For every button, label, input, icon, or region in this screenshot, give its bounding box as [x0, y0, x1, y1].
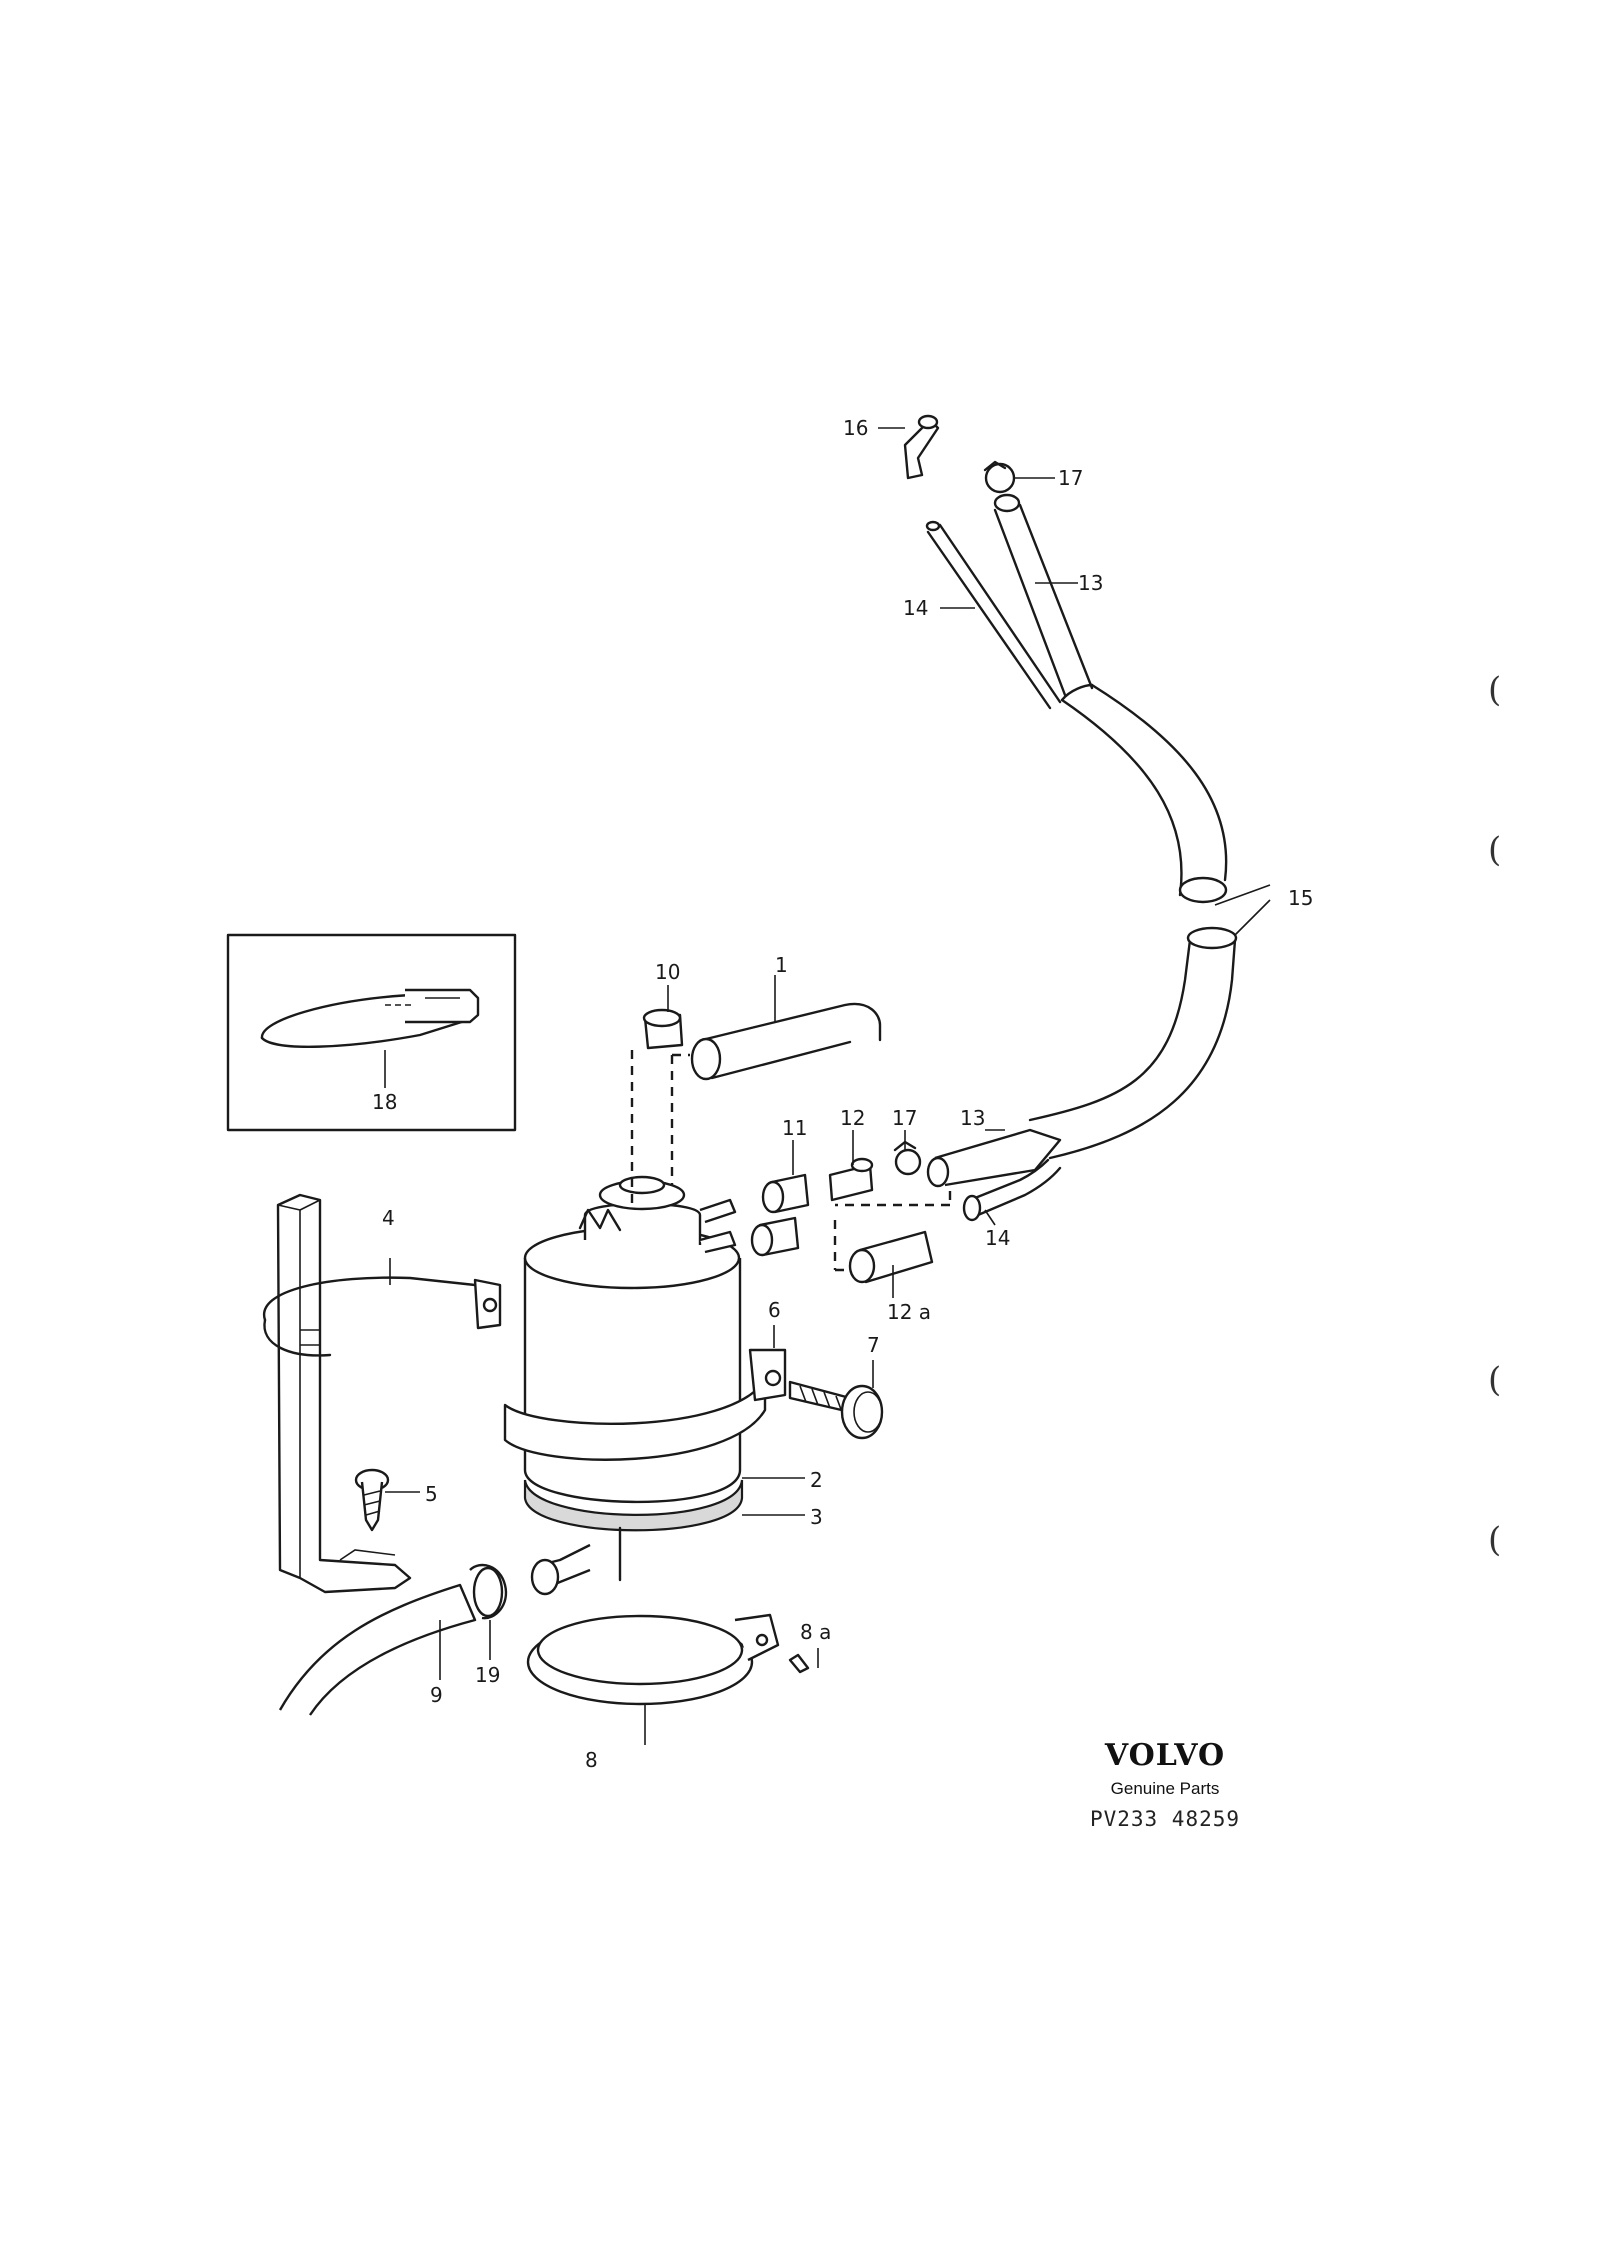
label-part-16: 16: [843, 416, 869, 440]
label-part-18: 18: [372, 1090, 398, 1114]
hose-1: [690, 975, 882, 1081]
label-part-6: 6: [768, 1298, 781, 1322]
hose-13-14-15: [925, 493, 1271, 1222]
top-fittings: [903, 414, 1016, 494]
label-part-10: 10: [655, 960, 681, 984]
label-part-14-top: 14: [903, 596, 929, 620]
label-part-17-mid: 17: [892, 1106, 918, 1130]
label-part-11: 11: [782, 1116, 808, 1140]
label-part-9: 9: [430, 1683, 443, 1707]
label-part-12a: 12 a: [887, 1300, 932, 1324]
margin-mark: (: [1488, 830, 1502, 870]
label-part-14-mid: 14: [985, 1226, 1011, 1250]
bracket: [276, 1193, 412, 1594]
cap-10: [642, 1008, 684, 1050]
margin-mark: (: [1488, 1360, 1502, 1400]
label-part-4: 4: [382, 1206, 395, 1230]
upper-strap: [262, 1258, 502, 1357]
clip-17-mid: [893, 1140, 922, 1176]
label-part-3: 3: [810, 1505, 823, 1529]
label-part-5: 5: [425, 1482, 438, 1506]
genuine-parts-label: Genuine Parts: [1110, 1779, 1220, 1798]
label-part-17-top: 17: [1058, 466, 1084, 490]
label-part-19: 19: [475, 1663, 501, 1687]
label-part-7: 7: [867, 1333, 880, 1357]
label-part-12: 12: [840, 1106, 866, 1130]
margin-mark: (: [1488, 1520, 1502, 1560]
volvo-logo: VOLVO: [1104, 1738, 1226, 1773]
connector-12: [828, 1157, 874, 1202]
screw-5: [354, 1468, 390, 1532]
label-part-15: 15: [1288, 886, 1314, 910]
middle-strap: [503, 1348, 787, 1461]
branding-block: VOLVO Genuine Parts PV233 48259: [1070, 1738, 1260, 1831]
label-part-13-mid: 13: [960, 1106, 986, 1130]
label-part-8a: 8 a: [800, 1620, 832, 1644]
hose-12a: [848, 1230, 934, 1284]
margin-mark: (: [1488, 670, 1502, 710]
label-part-13-top: 13: [1078, 571, 1104, 595]
lower-clamp-ring: [526, 1613, 810, 1745]
label-part-1: 1: [775, 953, 788, 977]
hose-9: [278, 1558, 560, 1716]
canister: [523, 1175, 744, 1592]
label-part-8: 8: [585, 1748, 598, 1772]
inset-box: [226, 933, 517, 1132]
label-part-2: 2: [810, 1468, 823, 1492]
bolt-7: [788, 1380, 884, 1440]
leader-lines: [385, 427, 1078, 1668]
diagram-reference: PV233 48259: [1089, 1807, 1241, 1831]
hoses-11: [750, 1173, 810, 1257]
